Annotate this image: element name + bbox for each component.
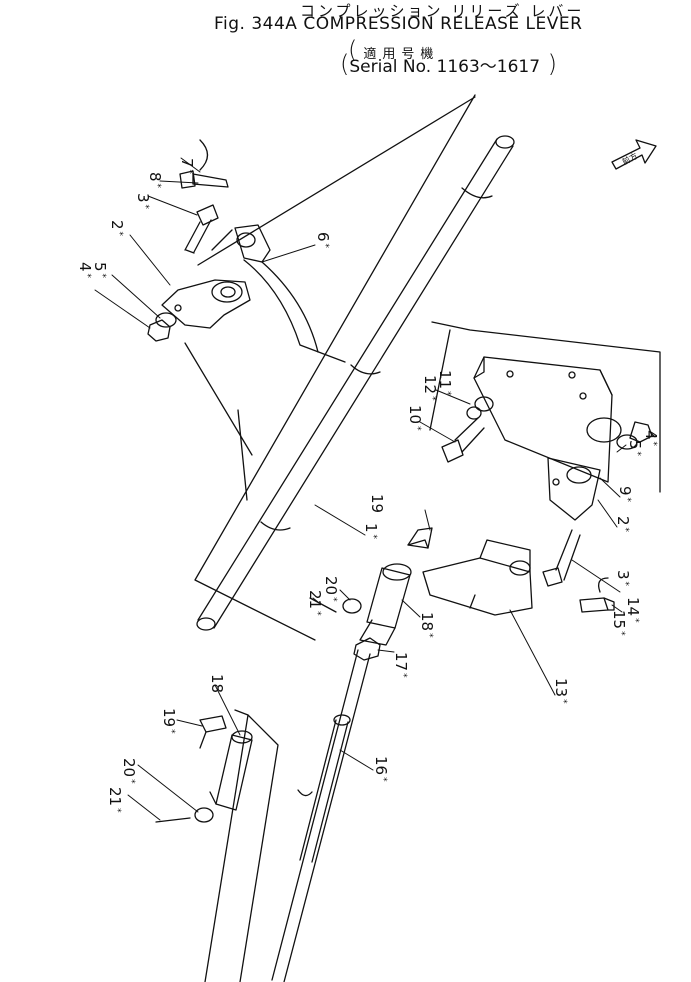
callout-star-mark: * xyxy=(427,396,437,401)
callout-star-mark: * xyxy=(622,498,632,503)
right-washer-nut xyxy=(616,421,653,450)
applicable-units-japanese: (適用号機 xyxy=(348,36,440,64)
callout-star-mark: * xyxy=(558,699,568,704)
callout-star-mark: * xyxy=(648,442,658,447)
callout-7: 7* xyxy=(178,158,196,175)
open-paren: ( xyxy=(340,50,350,78)
callout-10: 10* xyxy=(406,405,424,431)
callout-star-mark: * xyxy=(368,535,378,540)
upper-washer-nut xyxy=(147,312,177,342)
lower-bolt xyxy=(542,529,581,587)
callout-star-mark: * xyxy=(630,618,640,623)
main-shaft xyxy=(196,135,515,631)
upper-bracket xyxy=(161,279,251,329)
callout-star-mark: * xyxy=(328,597,338,602)
callout-18: 18* xyxy=(418,612,436,638)
callout-2: 2* xyxy=(614,516,632,533)
callout-21: 21* xyxy=(306,590,324,616)
callout-3: 3* xyxy=(134,193,152,210)
clevis-block xyxy=(422,539,533,616)
callout-star-mark: * xyxy=(82,274,92,279)
upper-frame-outline xyxy=(184,94,476,641)
callout-star-mark: * xyxy=(442,391,452,396)
upper-washer-cotter xyxy=(309,597,362,614)
right-bracket xyxy=(547,457,601,521)
callout-17: 17* xyxy=(392,652,410,678)
callout-star-mark: * xyxy=(312,611,322,616)
callout-8: 8* xyxy=(146,172,164,189)
callout-6: 6* xyxy=(314,232,332,249)
callout-1: 1* xyxy=(362,523,380,540)
callout-18: 18 xyxy=(208,674,226,693)
close-paren: ) xyxy=(540,50,558,78)
leader-lines xyxy=(94,157,656,821)
right-mounting-plate xyxy=(473,356,622,483)
callout-star-mark: * xyxy=(620,582,630,587)
figure-number: Fig. 344A xyxy=(214,14,298,34)
callout-9: 9* xyxy=(616,486,634,503)
callout-19: 19 xyxy=(368,494,386,513)
callout-star-mark: * xyxy=(620,528,630,533)
callout-star-mark: * xyxy=(126,779,136,784)
callout-20: 20* xyxy=(120,758,138,784)
small-bolt-lower xyxy=(579,577,615,613)
callout-2: 2* xyxy=(108,220,126,237)
upper-clevis xyxy=(359,527,433,646)
figure-title: Fig. 344A COMPRESSION RELEASE LEVER xyxy=(214,14,582,34)
callout-star-mark: * xyxy=(412,426,422,431)
callout-star-mark: * xyxy=(112,808,122,813)
callout-star-mark: * xyxy=(616,631,626,636)
callout-13: 13* xyxy=(552,678,570,704)
serial-range-text: Serial No. 1163～1617 xyxy=(349,57,541,77)
forward-arrow-icon xyxy=(611,139,657,170)
callout-star-mark: * xyxy=(320,244,330,249)
lower-frame-outline xyxy=(204,709,279,982)
upper-bolt xyxy=(184,204,219,254)
callout-3: 3* xyxy=(614,570,632,587)
callout-4: 4* xyxy=(76,262,94,279)
callout-star-mark: * xyxy=(632,452,642,457)
turnbuckle-rod xyxy=(271,649,371,982)
callout-star-mark: * xyxy=(140,205,150,210)
serial-range: (Serial No. 1163～1617 ) xyxy=(340,50,557,78)
callout-star-mark: * xyxy=(97,274,107,279)
callout-star-mark: * xyxy=(378,777,388,782)
callout-star-mark: * xyxy=(114,232,124,237)
callout-star-mark: * xyxy=(398,673,408,678)
lower-clevis xyxy=(199,715,253,811)
figure-title-english: COMPRESSION RELEASE LEVER xyxy=(303,14,583,34)
callout-16: 16* xyxy=(372,756,390,782)
small-bolt-top xyxy=(179,139,229,189)
callout-star-mark: * xyxy=(424,633,434,638)
lower-washer-cotter xyxy=(155,807,214,823)
callout-star-mark: * xyxy=(184,170,194,175)
callout-labels: 7* 8* 3* 2* 5* 4* 6* 12* 11* 10* 4* 5* 9… xyxy=(76,158,660,813)
lever-arm xyxy=(211,224,346,363)
callout-star-mark: * xyxy=(166,729,176,734)
callout-5: 5* xyxy=(626,440,644,457)
callout-21: 21* xyxy=(106,787,124,813)
title-japanese: コンプレッション リリーズ レバー xyxy=(300,2,585,20)
callout-star-mark: * xyxy=(152,184,162,189)
bolt-10-assembly xyxy=(441,396,494,463)
callout-19: 19* xyxy=(160,708,178,734)
right-frame-outline xyxy=(429,321,661,493)
callout-15: 15* xyxy=(610,610,628,636)
open-paren: ( xyxy=(348,36,364,64)
rod-nut xyxy=(353,637,381,661)
